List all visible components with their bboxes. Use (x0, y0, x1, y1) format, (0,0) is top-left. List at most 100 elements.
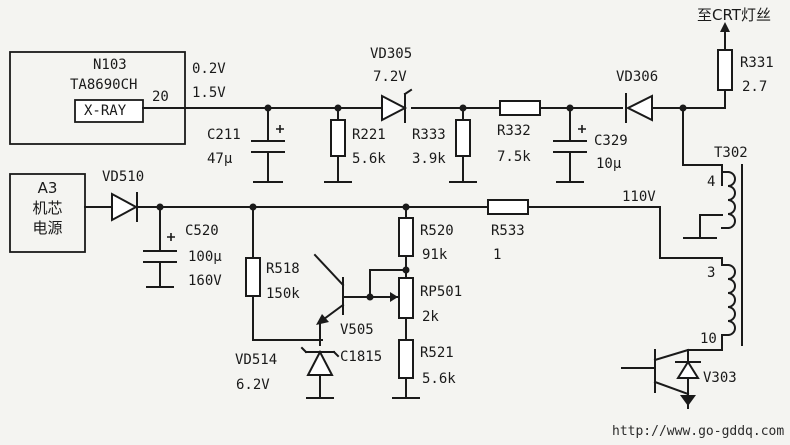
r533-ref: R533 (491, 223, 525, 239)
r518-to-vd514-node (252, 295, 323, 341)
ic-ref-label: N103 (93, 57, 127, 73)
r221-ground (324, 155, 352, 183)
ic-part-label: TA8690CH (70, 77, 138, 93)
junction-dot (679, 104, 687, 112)
resistor-r533 (487, 199, 529, 215)
t302-upper-coil (726, 170, 736, 230)
t302-pin3: 3 (707, 265, 716, 281)
resistor-r518 (245, 257, 261, 297)
v505-type: C1815 (340, 349, 383, 365)
r221-value: 5.6k (352, 151, 386, 167)
t302-pin-ground (683, 214, 723, 239)
wire-vd306-to-r331 (651, 89, 726, 109)
resistor-r332 (499, 100, 541, 116)
capacitor-c520 (143, 250, 177, 263)
power-line-3: 电源 (32, 219, 63, 237)
wire-r533-to-t302-pin3 (527, 206, 729, 266)
diode-vd514 (306, 349, 334, 376)
wire-t302-pin10-to-v303 (687, 334, 729, 361)
r221-ref: R221 (352, 127, 386, 143)
r520-ref: R520 (420, 223, 454, 239)
diode-vd306 (625, 94, 653, 122)
junction-dot (402, 203, 410, 211)
x-ray-pin-box (74, 99, 144, 123)
r521-ground (392, 377, 420, 399)
potentiometer-rp501 (398, 277, 414, 319)
power-line-1: A3 (37, 179, 58, 197)
c520-ground (146, 262, 174, 288)
ic-n103-block (9, 51, 186, 145)
c329-ground (556, 152, 584, 183)
r331-value: 2.7 (742, 79, 768, 95)
pin-voltage-2: 1.5V (192, 85, 226, 101)
c211-ref: C211 (207, 127, 241, 143)
t302-lower-coil (726, 263, 736, 337)
diode-vd510 (111, 192, 139, 222)
c211-value: 47µ (207, 151, 233, 167)
resistor-r333 (455, 119, 471, 157)
resistor-r521 (398, 339, 414, 379)
vd514-ground (306, 374, 334, 399)
r333-ground (449, 155, 477, 183)
c520-ref: C520 (185, 223, 219, 239)
r332-value: 7.5k (497, 149, 531, 165)
capacitor-c211 (251, 140, 285, 153)
diode-vd305 (381, 94, 408, 122)
vd306-ref: VD306 (616, 69, 659, 85)
v505-collector (313, 253, 345, 287)
x-ray-pin-label: X-RAY (84, 103, 127, 119)
crt-arrow-icon (720, 22, 730, 32)
c329-ref: C329 (594, 133, 628, 149)
junction-dot (249, 203, 257, 211)
v505-ref: V505 (340, 322, 374, 338)
v303-damper-diode (676, 360, 700, 379)
power-block (9, 173, 86, 253)
capacitor-c329 (553, 140, 587, 153)
t302-upper-leads (721, 171, 729, 229)
source-url: http://www.go-gddq.com (612, 424, 785, 439)
c520-plus-icon (167, 233, 175, 241)
t302-ref: T302 (714, 145, 748, 161)
c329-value: 10µ (596, 156, 622, 172)
pin-voltage-1: 0.2V (192, 61, 226, 77)
crt-filament-label: 至CRT灯丝 (697, 6, 771, 24)
vd514-value: 6.2V (236, 377, 270, 393)
vd514-zener-bar (300, 346, 340, 358)
r333-value: 3.9k (412, 151, 446, 167)
resistor-r221 (330, 119, 346, 157)
t302-pin4: 4 (707, 174, 716, 190)
t302-pin10: 10 (700, 331, 717, 347)
junction-dot (402, 266, 410, 274)
c520-value: 100µ (188, 249, 222, 265)
vd305-ref: VD305 (370, 46, 413, 62)
rp501-wiper-arrow-icon (390, 292, 398, 302)
rp501-ref: RP501 (420, 284, 463, 300)
r521-value: 5.6k (422, 371, 456, 387)
rp501-value: 2k (422, 309, 439, 325)
vd305-zener-bar (403, 88, 413, 123)
vd305-value: 7.2V (373, 69, 407, 85)
r533-value: 1 (493, 247, 502, 263)
junction-dot (264, 104, 272, 112)
c329-plus-icon (578, 125, 586, 133)
r331-ref: R331 (740, 55, 774, 71)
c211-plus-icon (276, 125, 284, 133)
junction-dot (566, 104, 574, 112)
junction-dots (156, 104, 687, 301)
resistor-r331 (717, 49, 733, 91)
r518-ref: R518 (266, 261, 300, 277)
wire-rp501-feedback (369, 269, 407, 298)
r332-ref: R332 (497, 123, 531, 139)
junction-dot (156, 203, 164, 211)
r521-ref: R521 (420, 345, 454, 361)
c520-voltage: 160V (188, 273, 222, 289)
r333-ref: R333 (412, 127, 446, 143)
v303-ref: V303 (703, 370, 737, 386)
r520-value: 91k (422, 247, 448, 263)
r518-value: 150k (266, 286, 300, 302)
v303-emitter-arrow-icon (680, 395, 696, 406)
pin-number-label: 20 (152, 89, 169, 105)
power-line-2: 机芯 (32, 199, 63, 217)
